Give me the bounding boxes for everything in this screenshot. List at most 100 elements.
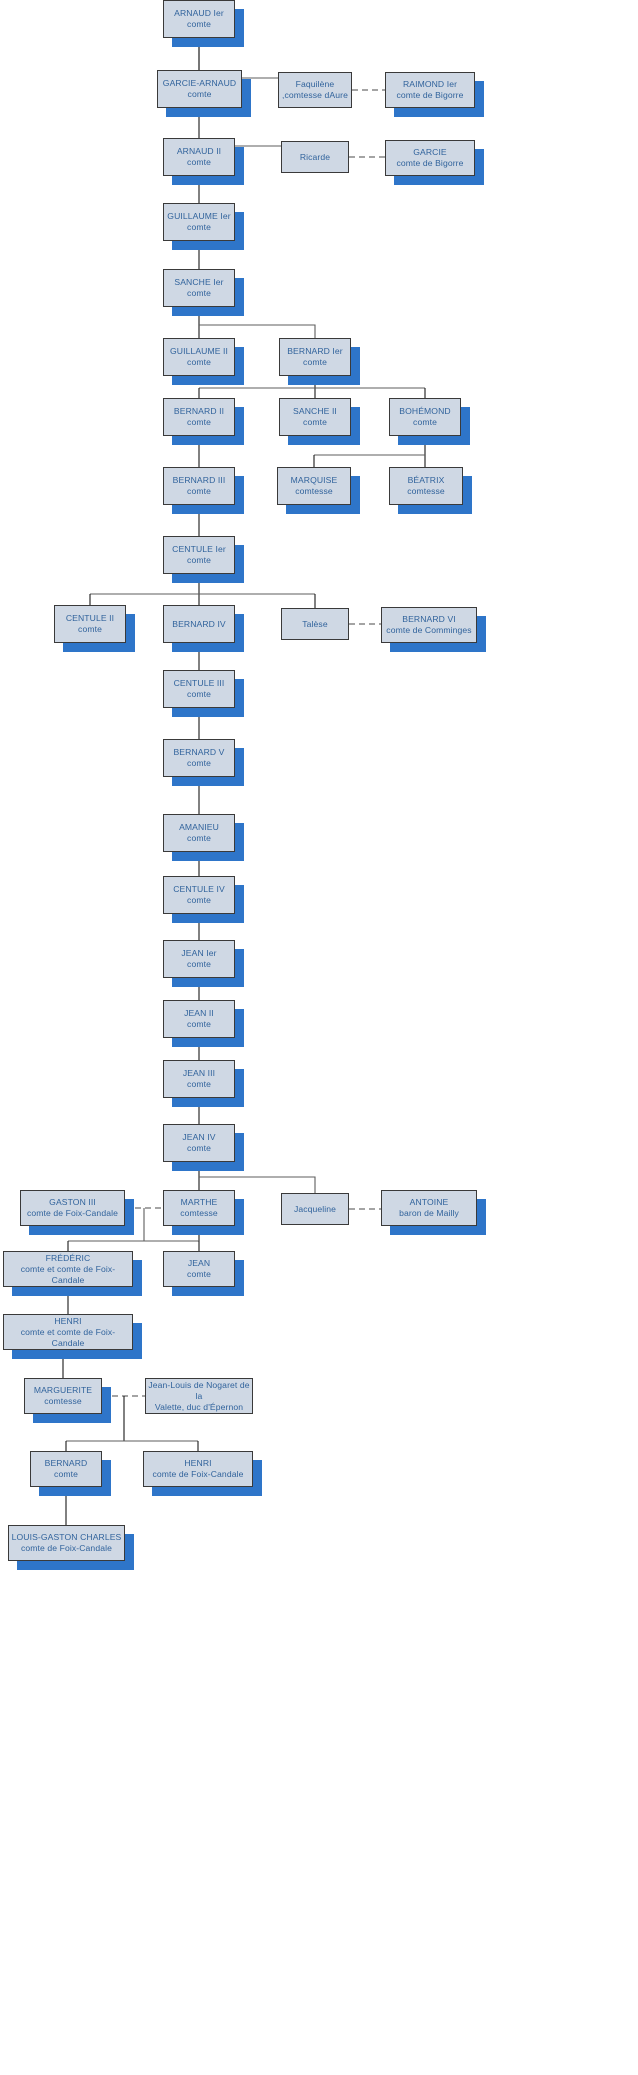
person-name: CENTULE IV (173, 884, 225, 894)
person-title: comte de Bigorre (396, 158, 464, 168)
person-name: GUILLAUME II (169, 346, 229, 356)
person-title: comte de Foix-Candale (21, 1543, 112, 1553)
person-title: comte (187, 959, 211, 969)
person-name: FRÉDÉRIC (45, 1252, 91, 1263)
person-title: comte (187, 1079, 211, 1089)
person-name: RAIMOND Ier (402, 79, 458, 89)
person-name: GUILLAUME Ier (167, 211, 231, 221)
person-name: MARQUISE (290, 475, 338, 485)
person-node-jacqueline[interactable]: Jacqueline (281, 1193, 349, 1225)
person-name: Jean-Louis de Nogaret de la (148, 1379, 250, 1401)
person-name: Jacqueline (293, 1203, 337, 1214)
person-name: GARCIE-ARNAUD (162, 78, 237, 88)
person-name: Talèse (302, 618, 328, 629)
person-title: comte (187, 19, 211, 29)
person-title: comtesse (407, 486, 445, 496)
person-name: BERNARD II (173, 406, 225, 416)
person-name: LOUIS-GASTON CHARLES (11, 1532, 122, 1542)
person-title: comte et comte de Foix-Candale (20, 1263, 116, 1285)
person-node-bernard4[interactable]: BERNARD IV (163, 605, 235, 643)
person-title: comte (78, 624, 102, 634)
person-title: comte (187, 157, 211, 167)
person-title: comte (187, 1019, 211, 1029)
person-name: ARNAUD II (176, 146, 222, 156)
person-name: ANTOINE (409, 1197, 449, 1207)
person-name: HENRI (184, 1458, 212, 1468)
person-name: AMANIEU (179, 822, 219, 832)
person-title: comte de Comminges (386, 625, 472, 635)
person-name: BERNARD IV (172, 618, 226, 629)
person-title: ,comtesse dAure (282, 90, 348, 100)
person-name: MARGUERITE (33, 1385, 93, 1395)
person-title: comte (54, 1469, 78, 1479)
person-name: GARCIE (413, 147, 447, 157)
person-name: JEAN II (184, 1008, 214, 1018)
person-name: HENRI (54, 1315, 82, 1326)
person-node-faquilene[interactable]: Faquilène,comtesse dAure (278, 72, 352, 108)
person-title: comte (187, 1143, 211, 1153)
person-node-talese[interactable]: Talèse (281, 608, 349, 640)
person-name: CENTULE III (173, 678, 225, 688)
person-name: JEAN III (182, 1068, 216, 1078)
person-title: comte de Bigorre (396, 90, 464, 100)
person-name: Ricarde (299, 151, 331, 162)
person-name: BERNARD Ier (287, 346, 343, 356)
person-title: comte (303, 357, 327, 367)
person-name: Faquilène (295, 79, 335, 89)
person-name: BERNARD VI (402, 614, 456, 624)
person-title: comte (187, 1269, 211, 1279)
person-title: comte (413, 417, 437, 427)
person-node-ricarde[interactable]: Ricarde (281, 141, 349, 173)
person-title: comte (187, 89, 212, 99)
person-name: SANCHE II (293, 406, 337, 416)
person-title: comte (187, 288, 211, 298)
person-name: CENTULE Ier (172, 544, 226, 554)
person-name: GASTON III (49, 1197, 96, 1207)
person-name: JEAN IV (182, 1132, 216, 1142)
person-name: BÉATRIX (407, 475, 445, 485)
person-title: comte (187, 689, 211, 699)
person-title: comte (187, 555, 211, 565)
person-name: CENTULE II (65, 613, 115, 623)
person-name: JEAN Ier (181, 948, 217, 958)
person-title: baron de Mailly (399, 1208, 459, 1218)
